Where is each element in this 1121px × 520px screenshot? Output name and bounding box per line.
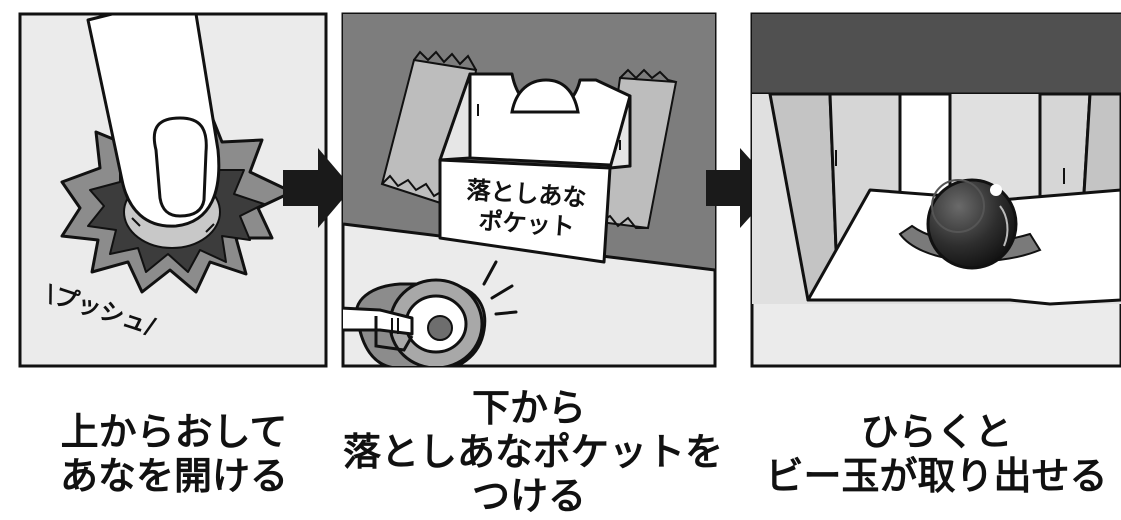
caption-step-3: ひらくと ビー玉が取り出せる: [752, 410, 1121, 498]
caption-line: つける: [471, 474, 586, 518]
panel-step-3: [750, 12, 1121, 368]
caption-line: ビー玉が取り出せる: [765, 454, 1108, 498]
caption-step-2: 下から 落としあなポケットを つける: [343, 386, 724, 518]
tape-dispenser-icon: [343, 278, 487, 366]
caption-step-1: 上からおして あなを開ける: [22, 410, 326, 498]
caption-line: あなを開ける: [59, 454, 288, 498]
caption-line: ひらくと: [860, 410, 1013, 454]
pocket-label-line-2: ポケット: [478, 207, 576, 242]
panel-step-2: 落としあな ポケット: [341, 12, 717, 368]
panel-step-1: \プッシュ/: [18, 12, 328, 368]
right-arrow-icon: [706, 148, 776, 228]
right-arrow-icon: [283, 148, 352, 228]
caption-line: 下から: [471, 386, 586, 430]
marble-icon: [926, 178, 1018, 270]
caption-line: 上からおして: [60, 410, 288, 454]
caption-line: 落としあなポケットを: [343, 430, 724, 474]
